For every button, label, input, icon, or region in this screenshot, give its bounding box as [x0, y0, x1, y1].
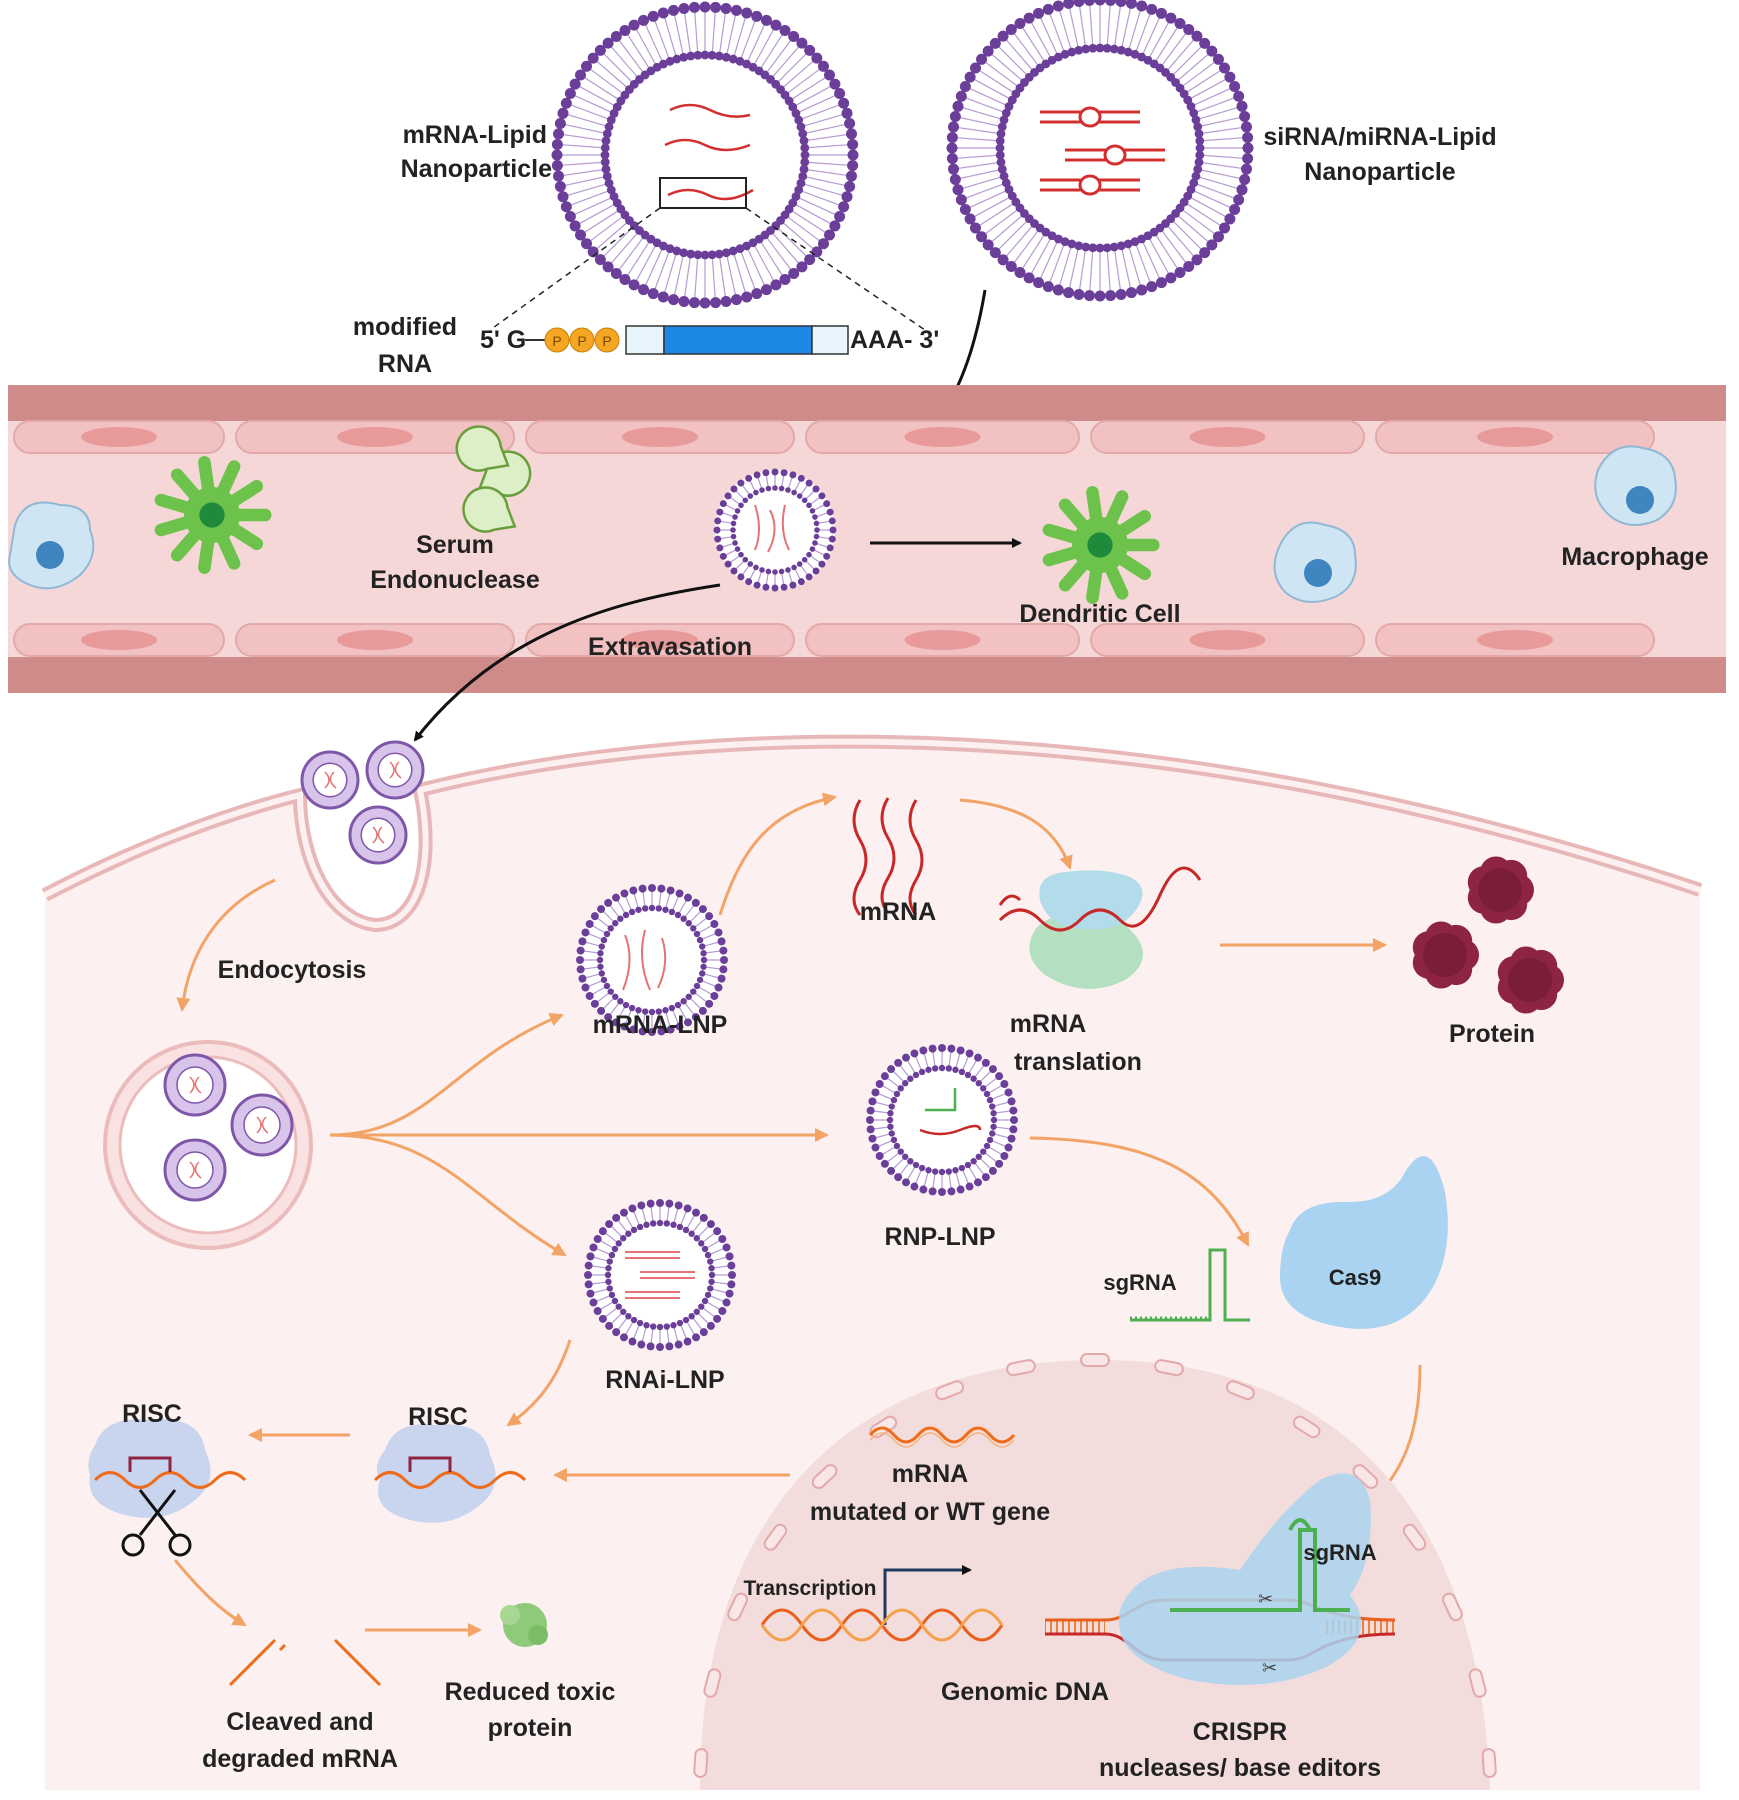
serum-endonuclease-line2: Endonuclease: [370, 566, 540, 594]
mrna-lipid-nanoparticle: [551, 1, 859, 309]
arrow-to-degraded: [173, 1559, 247, 1627]
cas9-protein: [1280, 1156, 1448, 1329]
protein-label: Protein: [1449, 1020, 1535, 1048]
rnai-lnp-label: RNAi-LNP: [605, 1366, 724, 1394]
risc-label-left: RISC: [122, 1400, 182, 1428]
released-mrna: [852, 797, 924, 916]
reduced-label-line1: Reduced toxic: [445, 1678, 616, 1706]
endothelial-layer-top: [13, 420, 1655, 454]
sirna-lnp-title-line1: siRNA/miRNA-Lipid: [1263, 123, 1496, 151]
sgrna-nucleus-label: sgRNA: [1303, 1540, 1376, 1565]
mrna-lnp-title-line2: Nanoparticle: [401, 155, 553, 183]
arrow-endocytosis: [176, 878, 276, 1012]
modified-rna-label-line2: RNA: [378, 350, 432, 378]
risc-complex-left: [88, 1419, 247, 1518]
utr-5: [625, 325, 665, 355]
zoom-line-left: [489, 207, 661, 331]
dendritic-cell-right: [1042, 486, 1160, 604]
risc-label-right: RISC: [408, 1403, 468, 1431]
rnai-lnp-contents: [625, 1251, 695, 1299]
mrna-translation-line2: translation: [1014, 1048, 1142, 1076]
sirna-lnp-title-line2: Nanoparticle: [1304, 158, 1456, 186]
rnai-lnp-icon: [584, 1199, 736, 1351]
five-prime-label: 5' G: [480, 326, 526, 354]
phosphate-p2: P: [577, 333, 586, 349]
coding-region: [663, 325, 813, 355]
reduced-protein-blob: [500, 1603, 548, 1647]
lnp-vessel-contents: [754, 504, 790, 553]
mrna-label: mRNA: [860, 898, 936, 926]
ribosome: [998, 866, 1202, 989]
arrow-to-mrna-lnp: [329, 1012, 564, 1137]
cas9-label: Cas9: [1329, 1265, 1382, 1290]
cut-site-bottom: ✂: [1262, 1658, 1277, 1678]
arrow-to-mrna: [718, 792, 837, 916]
scissors-icon: [121, 1489, 192, 1557]
nucleus: [693, 1353, 1497, 1790]
transcription-label: Transcription: [743, 1577, 876, 1600]
dendritic-cell-left: [154, 456, 272, 574]
mrna-strands: [664, 103, 754, 201]
macrophage-left: [8, 501, 95, 590]
mrna-lnp-label: mRNA-LNP: [593, 1011, 728, 1039]
arrow-to-translation: [959, 798, 1073, 870]
modified-rna-label-line1: modified: [353, 313, 457, 341]
mrna-lnp-contents: [622, 929, 667, 991]
rnp-lnp-contents: [919, 1088, 982, 1136]
mrna-translation-line1: mRNA: [1010, 1010, 1086, 1038]
three-prime-label: AAA- 3': [850, 326, 939, 354]
cleaved-label-line1: Cleaved and: [226, 1708, 373, 1736]
phosphate-p1: P: [552, 333, 561, 349]
protein-cluster: [1412, 856, 1564, 1014]
zoom-line-right: [745, 207, 926, 331]
macrophage-right: [1594, 445, 1677, 526]
degraded-mrna-fragments: [228, 1638, 382, 1687]
dna-helix: [760, 1608, 1004, 1642]
macrophage-middle: [1273, 521, 1357, 603]
mrna-gene-line1: mRNA: [892, 1460, 968, 1488]
transcription-arrow: [883, 1565, 972, 1625]
macrophage-label: Macrophage: [1561, 543, 1708, 571]
cap-phosphates: P P P: [544, 327, 620, 353]
serum-endonuclease-icon: [455, 425, 532, 533]
sgrna-label: sgRNA: [1103, 1270, 1176, 1295]
sirna-duplexes: [1040, 106, 1165, 196]
endosome: [103, 1040, 313, 1250]
branch-arrows: [329, 1012, 829, 1257]
rnp-lnp-label: RNP-LNP: [884, 1223, 995, 1251]
endocytosis-label: Endocytosis: [218, 956, 367, 984]
crispr-label-line2: nucleases/ base editors: [1099, 1754, 1381, 1782]
dendritic-cell-label: Dendritic Cell: [1019, 600, 1180, 628]
rnp-lnp-icon: [866, 1044, 1018, 1196]
arrow-to-rnai-lnp: [329, 1133, 567, 1257]
blood-vessel: [8, 385, 1726, 693]
arrow-to-sgrna: [1029, 1136, 1250, 1247]
risc-complex-right: [373, 1424, 527, 1523]
zoom-box: [659, 177, 747, 209]
crispr-label-line1: CRISPR: [1193, 1718, 1287, 1746]
endosome-particles: [163, 1053, 294, 1202]
mrna-lnp-icon: [576, 884, 728, 1036]
serum-endonuclease-line1: Serum: [416, 531, 494, 559]
cut-site-top: ✂: [1258, 1589, 1273, 1609]
extravasation-label: Extravasation: [588, 633, 752, 661]
cleaved-label-line2: degraded mRNA: [202, 1745, 398, 1773]
sgrna-icon: [1130, 1248, 1250, 1322]
nuclear-mrna: [868, 1426, 1016, 1448]
mrna-gene-line2: mutated or WT gene: [810, 1498, 1050, 1526]
genomic-dna-label: Genomic DNA: [941, 1678, 1109, 1706]
nuclear-envelope: [693, 1353, 1497, 1778]
reduced-label-line2: protein: [488, 1714, 573, 1742]
endothelial-layer-bottom: [13, 623, 1655, 657]
phosphate-p3: P: [602, 333, 611, 349]
utr-3: [811, 325, 849, 355]
endocytosis-pit-particles: [300, 740, 425, 865]
crispr-complex: ✂ ✂: [1118, 1473, 1371, 1685]
arrow-extravasation: [413, 583, 721, 742]
arrow-rnai-to-risc: [506, 1339, 572, 1427]
mrna-lnp-title-line1: mRNA-Lipid: [403, 121, 547, 149]
